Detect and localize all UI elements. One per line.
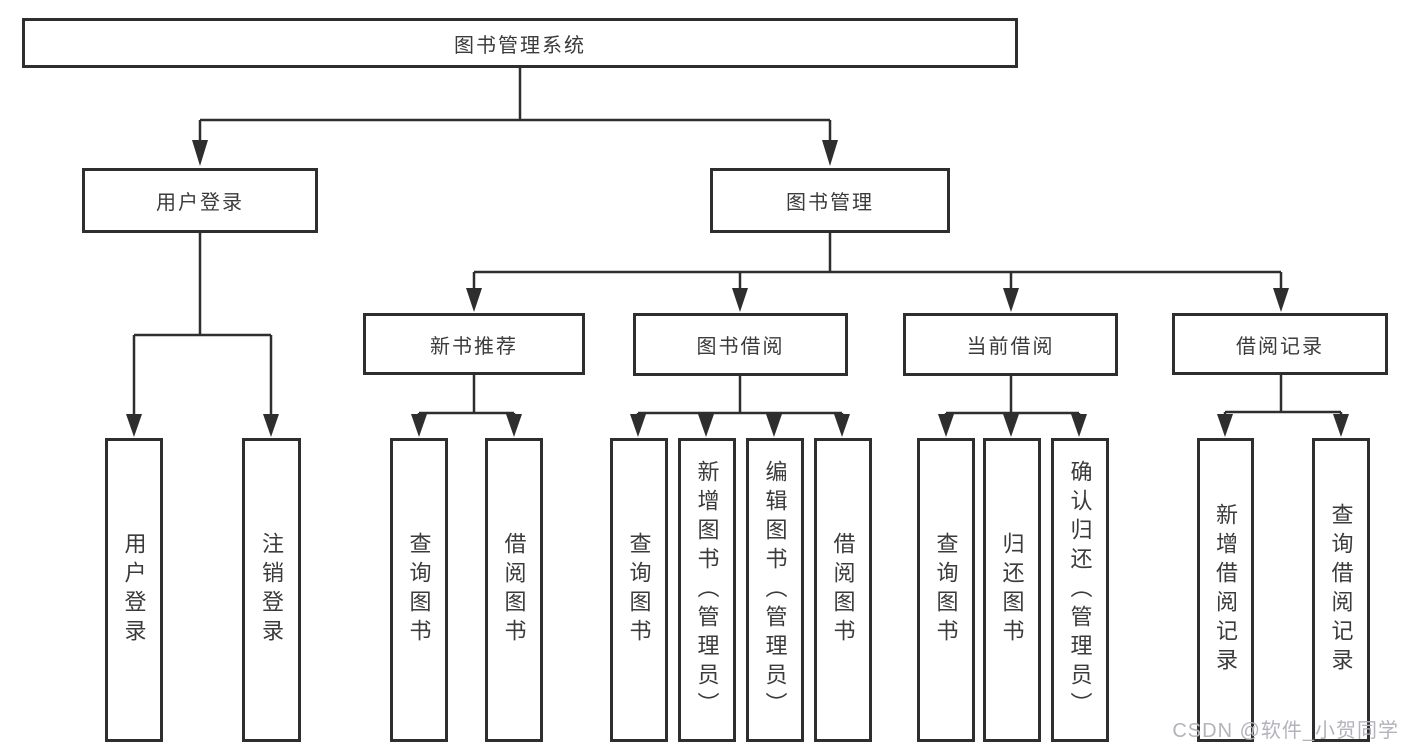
arrowhead-icon — [822, 140, 838, 166]
node-leaf-logout-login: 注销登录 — [242, 438, 301, 742]
arrowhead-icon — [263, 414, 279, 437]
node-current-borrow-label: 当前借阅 — [966, 336, 1055, 358]
node-leaf-cb-search-books-label: 查询图书 — [933, 532, 959, 648]
arrowhead-icon — [506, 414, 522, 437]
arrowhead-icon — [630, 414, 646, 437]
arrowhead-icon — [1273, 288, 1289, 312]
connector-lines — [132, 68, 1343, 418]
node-leaf-bb-edit-books-admin: 编辑图书（管理员） — [746, 438, 804, 742]
arrowhead-icon — [126, 414, 142, 437]
node-borrow-records-label: 借阅记录 — [1236, 335, 1324, 358]
node-leaf-bb-borrow-books: 借阅图书 — [814, 438, 872, 742]
node-user-login-label: 用户登录 — [156, 192, 244, 214]
node-current-borrow: 当前借阅 — [903, 313, 1118, 376]
node-borrow-records: 借阅记录 — [1172, 313, 1388, 375]
arrowhead-icon — [1003, 414, 1019, 437]
node-book-management-label: 图书管理 — [786, 192, 874, 214]
watermark: CSDN @软件_小贺同学 — [1172, 720, 1399, 742]
arrowhead-icon — [411, 414, 427, 437]
node-leaf-bb-add-books-admin-label: 新增图书（管理员） — [694, 459, 720, 721]
node-new-book-recommend: 新书推荐 — [363, 313, 585, 375]
node-root: 图书管理系统 — [22, 18, 1018, 68]
arrowhead-icon — [766, 414, 782, 437]
node-book-borrow-label: 图书借阅 — [696, 336, 785, 358]
arrowhead-icon — [466, 288, 482, 312]
node-leaf-cb-return-books: 归还图书 — [983, 438, 1041, 742]
node-leaf-cb-confirm-return-admin: 确认归还（管理员） — [1051, 438, 1109, 742]
node-leaf-nb-borrow-books: 借阅图书 — [485, 438, 543, 742]
arrowhead-icon — [732, 288, 748, 312]
arrowheads — [126, 140, 1349, 437]
arrowhead-icon — [834, 414, 850, 437]
node-leaf-user-login-label: 用户登录 — [121, 532, 147, 648]
node-leaf-nb-borrow-books-label: 借阅图书 — [501, 532, 527, 648]
node-leaf-br-add-record: 新增借阅记录 — [1197, 438, 1254, 742]
node-leaf-br-add-record-label: 新增借阅记录 — [1213, 503, 1239, 677]
node-new-book-recommend-label: 新书推荐 — [430, 335, 518, 358]
node-leaf-cb-search-books: 查询图书 — [917, 438, 975, 742]
node-book-management: 图书管理 — [710, 168, 950, 233]
node-leaf-bb-borrow-books-label: 借阅图书 — [830, 532, 856, 648]
node-leaf-br-search-record: 查询借阅记录 — [1312, 438, 1370, 742]
node-leaf-bb-add-books-admin: 新增图书（管理员） — [678, 438, 736, 742]
arrowhead-icon — [938, 414, 954, 437]
node-leaf-logout-login-label: 注销登录 — [259, 532, 285, 648]
node-book-borrow: 图书借阅 — [633, 313, 848, 376]
node-leaf-bb-edit-books-admin-label: 编辑图书（管理员） — [762, 459, 788, 721]
node-user-login: 用户登录 — [82, 168, 318, 233]
node-leaf-cb-return-books-label: 归还图书 — [999, 532, 1025, 648]
arrowhead-icon — [192, 140, 208, 166]
node-leaf-br-search-record-label: 查询借阅记录 — [1328, 503, 1354, 677]
node-root-label: 图书管理系统 — [454, 34, 586, 57]
node-leaf-cb-confirm-return-admin-label: 确认归还（管理员） — [1067, 459, 1093, 721]
arrowhead-icon — [1003, 288, 1019, 312]
node-leaf-bb-search-books: 查询图书 — [610, 438, 668, 742]
arrowhead-icon — [1071, 414, 1087, 437]
arrowhead-icon — [1333, 414, 1349, 437]
node-leaf-nb-search-books-label: 查询图书 — [406, 532, 432, 648]
node-leaf-bb-search-books-label: 查询图书 — [626, 532, 652, 648]
node-leaf-user-login: 用户登录 — [105, 438, 163, 742]
node-leaf-nb-search-books: 查询图书 — [390, 438, 448, 742]
arrowhead-icon — [1217, 414, 1233, 437]
arrowhead-icon — [698, 414, 714, 437]
